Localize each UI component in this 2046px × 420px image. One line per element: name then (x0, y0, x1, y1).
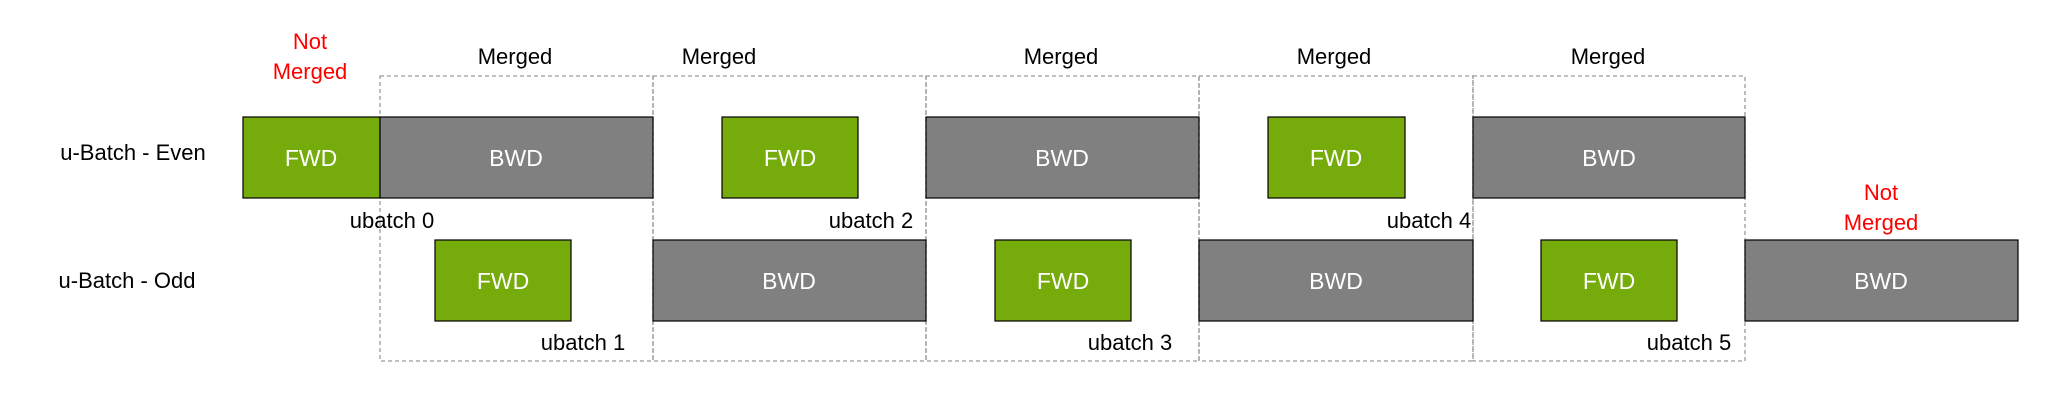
bwd-block-label: BWD (489, 145, 543, 171)
bwd-block-label: BWD (1854, 268, 1908, 294)
merged-region-5 (1472, 75, 1746, 362)
merged-labels: Merged Merged Merged Merged Merged (478, 44, 1646, 69)
not-merged-label-line1: Not (293, 29, 327, 54)
merged-regions (379, 75, 1746, 362)
bwd-block (1472, 116, 1746, 199)
bwd-block (652, 239, 927, 322)
ubatch-label: ubatch 2 (829, 208, 913, 233)
not-merged-label-line2: Merged (1844, 210, 1919, 235)
fwd-block-label: FWD (1037, 268, 1089, 294)
fwd-block-label: FWD (285, 145, 337, 171)
merged-label: Merged (682, 44, 757, 69)
bwd-block (379, 116, 654, 199)
bwd-block (1744, 239, 2019, 322)
fwd-block (242, 116, 381, 199)
odd-row-blocks: FWD BWD FWD BWD FWD BWD (434, 239, 2019, 322)
bwd-block-label: BWD (1309, 268, 1363, 294)
row-label-odd: u-Batch - Odd (59, 268, 196, 293)
fwd-block (1267, 116, 1406, 199)
not-merged-label-line1: Not (1864, 180, 1898, 205)
merged-region-4 (1198, 75, 1474, 362)
bwd-block-label: BWD (1582, 145, 1636, 171)
merged-label: Merged (1297, 44, 1372, 69)
bwd-block (1198, 239, 1474, 322)
merged-label: Merged (1024, 44, 1099, 69)
even-row-blocks: FWD BWD FWD BWD FWD BWD (242, 116, 1746, 199)
bwd-block-label: BWD (762, 268, 816, 294)
ubatch-label: ubatch 5 (1647, 330, 1731, 355)
bwd-block (925, 116, 1200, 199)
ubatch-labels: ubatch 0 ubatch 1 ubatch 2 ubatch 3 ubat… (350, 208, 1731, 355)
fwd-block-label: FWD (764, 145, 816, 171)
ubatch-label: ubatch 0 (350, 208, 434, 233)
ubatch-label: ubatch 4 (1387, 208, 1471, 233)
fwd-block-label: FWD (1583, 268, 1635, 294)
merged-label: Merged (478, 44, 553, 69)
merged-label: Merged (1571, 44, 1646, 69)
fwd-block (994, 239, 1132, 322)
fwd-block-label: FWD (1310, 145, 1362, 171)
ubatch-label: ubatch 1 (541, 330, 625, 355)
not-merged-label-line2: Merged (273, 59, 348, 84)
fwd-block (721, 116, 859, 199)
row-label-even: u-Batch - Even (60, 140, 206, 165)
fwd-block-label: FWD (477, 268, 529, 294)
not-merged-labels: Not Merged Not Merged (273, 29, 1919, 235)
fwd-block (434, 239, 572, 322)
bwd-block-label: BWD (1035, 145, 1089, 171)
fwd-block (1540, 239, 1678, 322)
ubatch-label: ubatch 3 (1088, 330, 1172, 355)
